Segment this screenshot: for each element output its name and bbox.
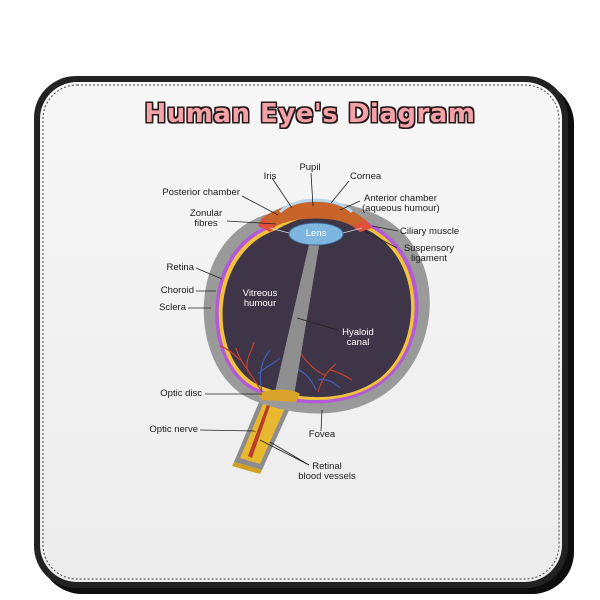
label-sclera: Sclera (159, 302, 186, 313)
cornea-shape (278, 198, 354, 214)
label-lens: Lens (305, 228, 327, 239)
label-suspensory-line1: Suspensory (403, 243, 455, 254)
label-pupil: Pupil (299, 162, 321, 173)
label-iris: Iris (263, 171, 277, 182)
label-anterior-chamber-line2: (aqueous humour) (362, 203, 440, 214)
label-fovea: Fovea (308, 429, 336, 440)
label-hyaloid-line1: Hyaloid (342, 327, 374, 338)
mat-stitching (42, 84, 560, 580)
label-anterior-chamber-line1: Anterior chamber (364, 193, 437, 204)
page-title: Human Eye's Diagram (144, 99, 476, 129)
label-vitreous-line2: humour (243, 298, 277, 309)
label-optic-nerve: Optic nerve (149, 424, 198, 435)
label-choroid: Choroid (160, 285, 194, 296)
label-suspensory-line2: ligament (411, 253, 447, 264)
label-vitreous-line1: Vitreous (242, 288, 278, 299)
lens-shape (288, 222, 344, 246)
vitreous-shape (222, 216, 412, 398)
leader-lines (188, 172, 399, 466)
label-retinal-vessels-line2: blood vessels (298, 471, 356, 482)
optic-disc-shape (258, 389, 300, 402)
zonule-right (342, 227, 363, 234)
label-retinal-vessels-line1: Retinal (312, 461, 342, 472)
blood-vessels-shape (219, 341, 353, 393)
label-cornea: Cornea (350, 171, 382, 182)
label-ciliary-muscle: Ciliary muscle (400, 226, 460, 237)
label-optic-disc: Optic disc (160, 388, 202, 399)
label-zonular-line2: fibres (194, 218, 218, 229)
label-retina: Retina (166, 262, 194, 273)
optic-nerve-shape (232, 395, 290, 474)
iris-shape (262, 202, 366, 226)
zonule-left (269, 227, 290, 234)
label-hyaloid-line2: canal (346, 337, 370, 348)
label-zonular-line1: Zonular (189, 208, 223, 219)
label-posterior-chamber: Posterior chamber (162, 187, 240, 198)
